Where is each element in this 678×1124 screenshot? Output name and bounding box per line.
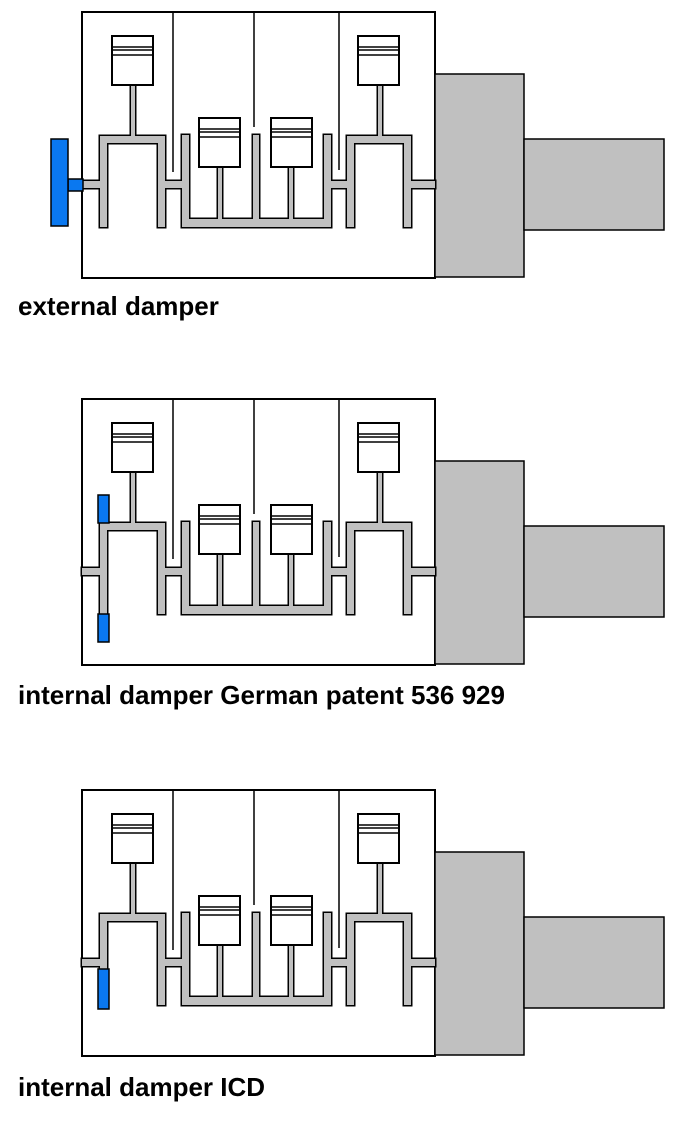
engine-schematic: [82, 12, 664, 278]
internal-damper-lower: [97, 613, 110, 643]
engine-schematic: [82, 790, 664, 1056]
external-damper-hub: [67, 178, 84, 192]
diagram-label-internal-icd: internal damper ICD: [18, 1072, 266, 1102]
engine-diagram-external-damper: [50, 12, 664, 278]
diagram-label-internal-patent: internal damper German patent 536 929: [18, 680, 505, 710]
engine-schematic: [82, 399, 664, 665]
engine-diagram-internal-damper-icd: [82, 790, 664, 1056]
internal-damper-upper: [97, 494, 110, 524]
internal-damper-icd: [97, 968, 110, 1010]
engine-diagram-internal-damper-patent: [82, 399, 664, 665]
diagram-label-external: external damper: [18, 291, 219, 321]
external-damper: [50, 138, 69, 227]
